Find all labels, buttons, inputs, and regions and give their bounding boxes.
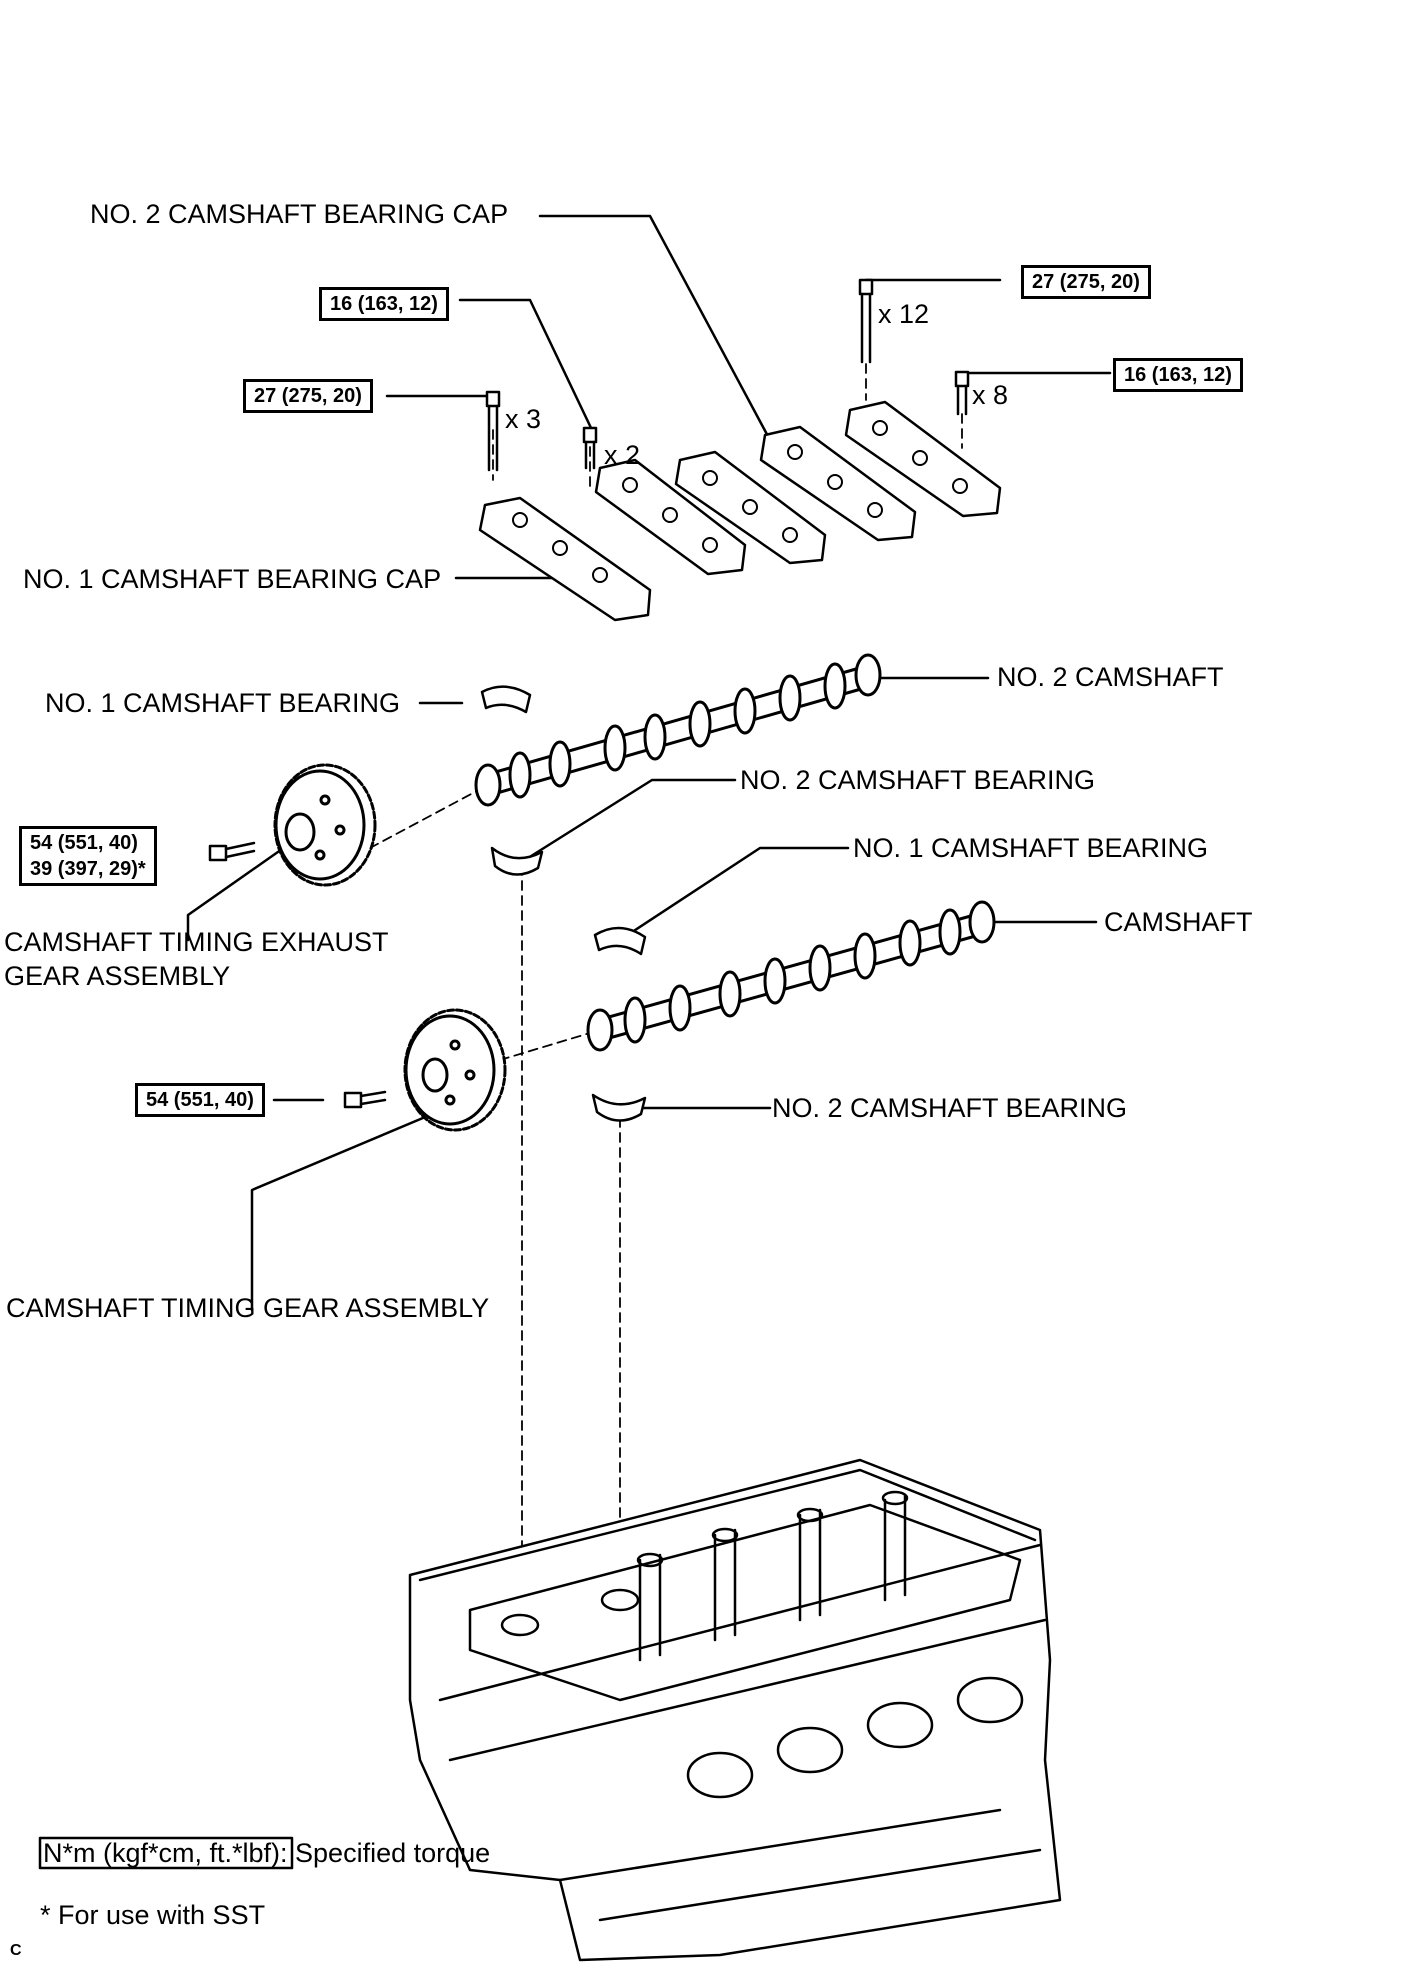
label-no2-camshaft: NO. 2 CAMSHAFT <box>997 662 1224 692</box>
timing-gear-drawing <box>403 1008 507 1132</box>
bolts <box>208 278 970 1109</box>
legend-outline <box>38 1836 294 1870</box>
quantity-x3: x 3 <box>505 404 542 434</box>
legend-unit: N*m (kgf*cm, ft.*lbf) <box>43 1838 281 1868</box>
bearing-cap-bosses <box>512 420 968 583</box>
label-camshaft: CAMSHAFT <box>1104 907 1253 937</box>
label-exhaust-gear-line1: CAMSHAFT TIMING EXHAUST <box>4 927 389 957</box>
label-no1-camshaft-bearing-cap: NO. 1 CAMSHAFT BEARING CAP <box>23 564 442 594</box>
label-timing-gear: CAMSHAFT TIMING GEAR ASSEMBLY <box>6 1293 490 1323</box>
camshaft-drawing <box>586 900 996 1052</box>
legend-sst-note: * For use with SST <box>40 1900 266 1930</box>
torque-box-16-right: 16 (163, 12) <box>1113 358 1243 392</box>
label-no2-camshaft-bearing-cap: NO. 2 CAMSHAFT BEARING CAP <box>90 199 509 229</box>
corner-mark: C <box>10 1942 22 1959</box>
no2-camshaft-drawing <box>474 653 882 807</box>
bearing-shells <box>480 685 647 1122</box>
label-no2-camshaft-bearing-upper: NO. 2 CAMSHAFT BEARING <box>740 765 1096 795</box>
quantity-x12: x 12 <box>878 299 930 329</box>
label-no2-camshaft-bearing-lower: NO. 2 CAMSHAFT BEARING <box>772 1093 1128 1123</box>
torque-exhaust-gear-standard: 54 (551, 40) <box>30 832 138 854</box>
quantity-x2: x 2 <box>604 440 641 470</box>
cylinder-head-drawing <box>408 1458 1062 1962</box>
torque-box-27-left: 27 (275, 20) <box>243 379 373 413</box>
quantity-x8: x 8 <box>972 380 1009 410</box>
torque-box-timing-gear: 54 (551, 40) <box>135 1083 265 1117</box>
bearing-caps <box>478 400 1002 622</box>
label-no1-camshaft-bearing-lower: NO. 1 CAMSHAFT BEARING <box>853 833 1209 863</box>
torque-box-exhaust-gear: 54 (551, 40) 39 (397, 29)* <box>19 826 157 886</box>
torque-box-16-upper-left: 16 (163, 12) <box>319 287 449 321</box>
label-exhaust-gear-line2: GEAR ASSEMBLY <box>4 961 231 991</box>
label-no1-camshaft-bearing-upper: NO. 1 CAMSHAFT BEARING <box>45 688 401 718</box>
legend-description: : Specified torque <box>280 1838 491 1868</box>
exhaust-gear-drawing <box>273 763 377 887</box>
torque-exhaust-gear-sst: 39 (397, 29)* <box>30 858 146 880</box>
legend-torque: N*m (kgf*cm, ft.*lbf): Specified torque <box>43 1838 490 1868</box>
leader-lines <box>186 214 1112 1312</box>
torque-box-27-right: 27 (275, 20) <box>1021 265 1151 299</box>
